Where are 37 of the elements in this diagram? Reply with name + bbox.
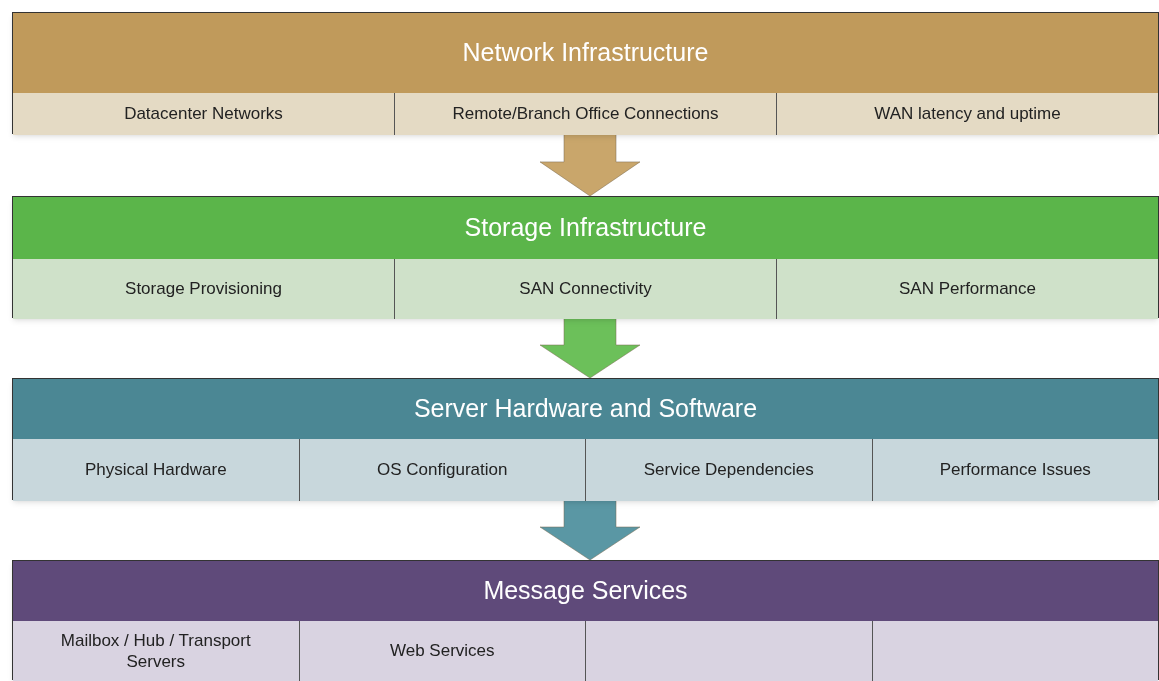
component-label: Remote/Branch Office Connections [452,103,719,125]
layer-band [12,12,1159,134]
component-box [872,439,1158,501]
component-box [586,621,873,681]
component-label: Performance Issues [939,459,1091,481]
component-box [299,621,586,681]
component-label: Service Dependencies [643,459,814,481]
component-label: WAN latency and uptime [874,103,1061,125]
component-label: OS Configuration [377,459,508,481]
layer-band [12,378,1159,500]
component-label: Web Services [389,640,495,662]
block-arrow [539,499,641,561]
layer-title: Server Hardware and Software [413,393,758,425]
component-label: Physical Hardware [84,459,227,481]
component-label: Datacenter Networks [124,103,283,125]
layer-title: Network Infrastructure [462,37,709,69]
component-label: SAN Connectivity [519,278,652,300]
layer-band [12,196,1159,318]
component-box [395,93,777,135]
block-arrow [539,133,641,197]
component-box [395,259,777,319]
component-box [586,439,873,501]
component-box [777,259,1158,319]
component-label: SAN Performance [899,278,1036,300]
component-box [872,621,1158,681]
component-box [299,439,586,501]
layer-title: Message Services [483,575,688,607]
component-box [13,259,395,319]
component-box [13,93,395,135]
component-box [13,621,300,681]
component-box [13,439,300,501]
component-box [777,93,1158,135]
layer-title: Storage Infrastructure [464,212,707,244]
component-label: Mailbox / Hub / Transport Servers [59,629,252,673]
component-label: Storage Provisioning [125,278,282,300]
block-arrow [539,317,641,379]
layer-band [12,560,1159,680]
